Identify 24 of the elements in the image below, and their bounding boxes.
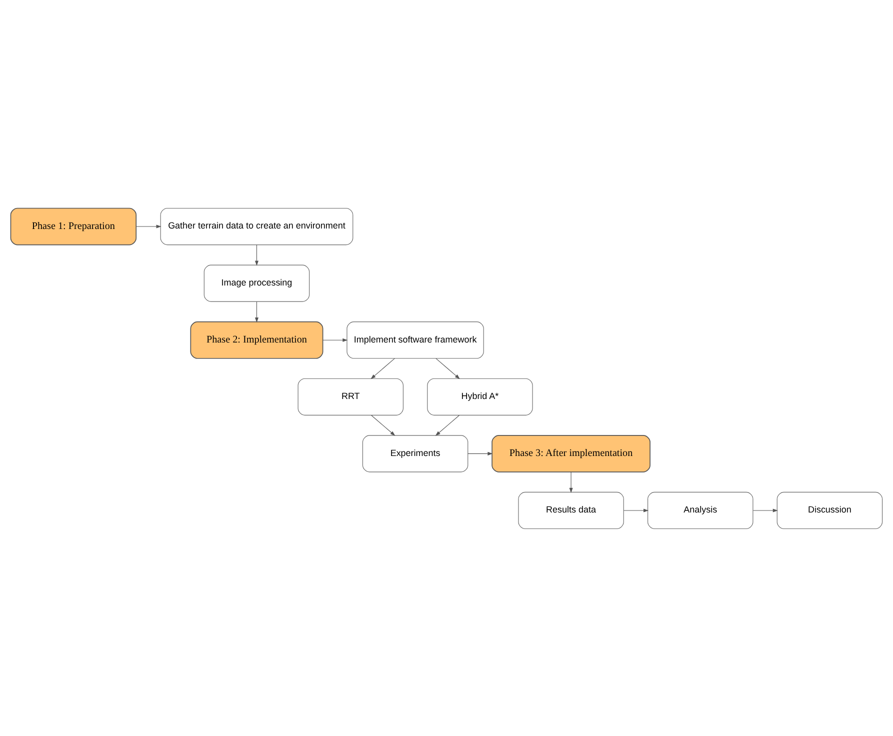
node-box: Image processing: [204, 264, 310, 302]
node-box: RRT: [298, 378, 404, 415]
arrow: [569, 471, 573, 492]
arrow: [436, 358, 460, 379]
arrow: [370, 414, 396, 436]
arrow: [752, 508, 778, 512]
arrow: [322, 338, 348, 342]
arrow: [435, 414, 460, 436]
arrow: [624, 508, 649, 512]
node-box: Implement software framework: [346, 321, 484, 358]
node-box: Analysis: [648, 491, 754, 529]
node-box: Phase 1: Preparation: [10, 207, 137, 245]
node-box: Phase 2: Implementation: [190, 320, 324, 358]
node-box: Discussion: [776, 491, 883, 529]
node-box: Hybrid A*: [427, 378, 533, 415]
arrow: [468, 451, 493, 455]
arrow: [136, 224, 162, 228]
node-box: Experiments: [362, 434, 468, 472]
node-box: Phase 3: After implementation: [492, 434, 650, 472]
arrow: [254, 300, 258, 322]
arrow: [370, 358, 395, 379]
node-box: Gather terrain data to create an environment: [160, 207, 354, 245]
node-box: Results data: [518, 491, 624, 529]
arrow: [254, 244, 258, 266]
